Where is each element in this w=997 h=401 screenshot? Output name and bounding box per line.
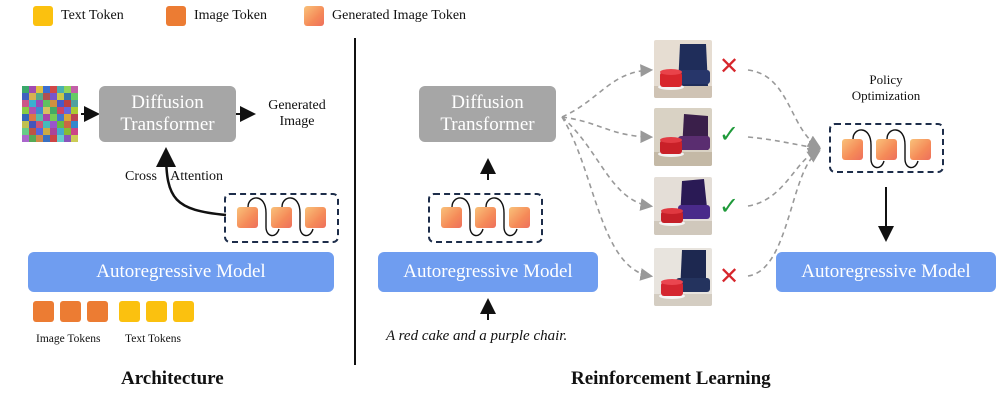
rl-generated-token [475, 207, 496, 228]
text-tokens-label: Text Tokens [125, 333, 181, 345]
fanout-to-sample-4 [561, 116, 654, 281]
rl-generated-token [509, 207, 530, 228]
arch-dit-line1: Diffusion [131, 92, 204, 113]
sample-4-result: ✕ [719, 262, 740, 290]
sample-1-result: ✕ [719, 52, 740, 80]
legend-generated-token-swatch [304, 6, 324, 26]
sample-3-result: ✓ [719, 192, 740, 220]
arch-generated-token [237, 207, 258, 228]
rl-prompt: A red cake and a purple chair. [386, 328, 568, 344]
sample-image-2 [654, 108, 712, 166]
text-token [119, 301, 140, 322]
rl-generated-tokens-box [428, 193, 543, 243]
arch-dit-line2: Transformer [120, 114, 215, 135]
rl-token-loop-arrows [451, 197, 518, 237]
noise-image [22, 86, 78, 142]
image-token [87, 301, 108, 322]
arch-diffusion-transformer: Diffusion Transformer [99, 86, 236, 142]
policy-generated-token [842, 139, 863, 160]
rl-autoregressive-model-updated: Autoregressive Model [776, 252, 996, 292]
policy-generated-token [910, 139, 931, 160]
policy-tokens-box [829, 123, 944, 173]
rl-title: Reinforcement Learning [571, 368, 771, 389]
arch-token-loop-arrows [247, 197, 314, 237]
image-tokens-label: Image Tokens [36, 333, 101, 345]
policy-generated-token [876, 139, 897, 160]
sample-2-result: ✓ [719, 120, 740, 148]
fanout-to-sample-1 [561, 64, 654, 118]
legend-generated-token-label: Generated Image Token [332, 8, 467, 23]
rl-generated-token [441, 207, 462, 228]
fanin-from-sample-2 [747, 136, 822, 154]
sample-image-3 [654, 177, 712, 235]
rl-autoregressive-model: Autoregressive Model [378, 252, 598, 292]
rl-dit-line2: Transformer [440, 114, 535, 135]
arch-autoregressive-model: Autoregressive Model [28, 252, 334, 292]
sample-image-1 [654, 40, 712, 98]
legend-text-token-label: Text Token [61, 8, 124, 23]
legend-image-token-label: Image Token [194, 8, 268, 23]
legend-text-token-swatch [33, 6, 53, 26]
image-token [60, 301, 81, 322]
sample-image-4 [654, 248, 712, 306]
arch-generated-token [305, 207, 326, 228]
fanin-from-sample-1 [747, 69, 821, 148]
policy-line1: Policy [869, 72, 903, 87]
architecture-title: Architecture [121, 368, 224, 389]
generated-image-label: Generated Image [256, 98, 338, 130]
rl-diffusion-transformer: Diffusion Transformer [419, 86, 556, 142]
arch-generated-token [271, 207, 292, 228]
policy-line2: Optimization [851, 88, 921, 103]
generated-line1: Generated [268, 98, 326, 113]
fanout-to-sample-2 [561, 116, 654, 144]
text-token [146, 301, 167, 322]
cross-attention-label: Cross Attention [125, 169, 224, 184]
text-token [173, 301, 194, 322]
generated-line2: Image [279, 114, 315, 129]
policy-optimization-label: Policy Optimization [836, 72, 936, 104]
policy-token-loop-arrows [852, 129, 919, 169]
arch-generated-tokens-box [224, 193, 339, 243]
legend-image-token-swatch [166, 6, 186, 26]
fanin-from-sample-4 [747, 150, 821, 277]
rl-dit-line1: Diffusion [451, 92, 524, 113]
image-token [33, 301, 54, 322]
fanout-to-sample-3 [561, 116, 654, 211]
cross-attention-arrow [156, 147, 227, 217]
fanin-from-sample-3 [747, 147, 821, 207]
